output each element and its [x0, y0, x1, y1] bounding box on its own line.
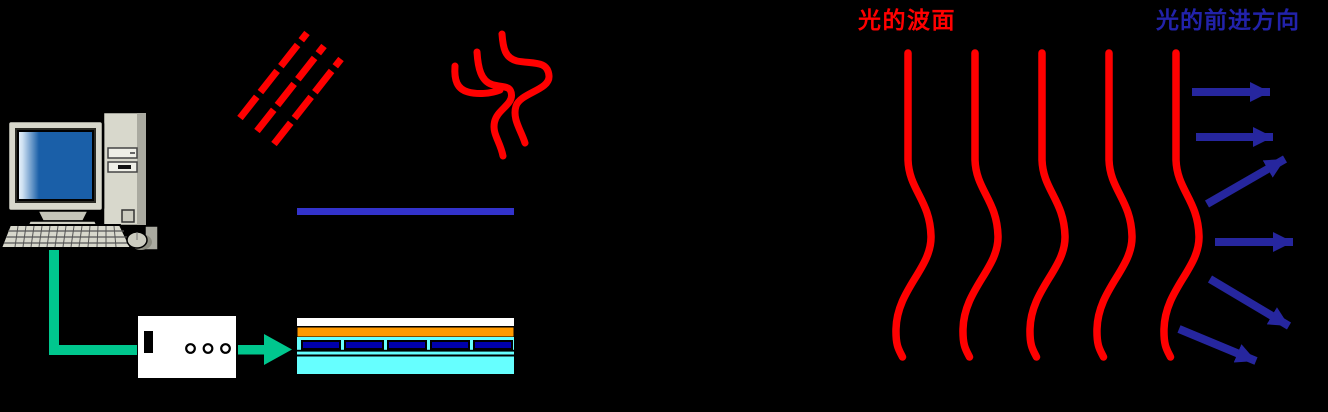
driver-knob-1: [185, 343, 196, 354]
computer-graphic: [0, 110, 159, 251]
incident-plane-waves: [237, 30, 344, 147]
direction-arrow-3: [1205, 155, 1287, 208]
tower-drive-bay-icon: [107, 147, 138, 159]
slm-electrode-4: [430, 340, 470, 350]
slm-layer-electrode-plane: [296, 326, 515, 338]
distorted-wave-1: [451, 62, 504, 98]
direction-arrows: [1177, 82, 1293, 365]
signal-cable: [49, 250, 137, 355]
incident-wave-1: [237, 30, 310, 121]
wavefront-curve-4: [1093, 49, 1136, 361]
wavefront-curve-3: [1026, 49, 1069, 361]
slm-electrode-array: [301, 340, 513, 350]
tower-side-shade: [137, 113, 146, 225]
distorted-wave-2: [473, 48, 515, 160]
slm-alignment-line: [297, 349, 514, 352]
keyboard-key-columns: [14, 225, 117, 248]
tower-power-button: [121, 209, 135, 223]
floppy-slider: [118, 165, 131, 169]
monitor-stand-neck: [36, 210, 90, 222]
direction-arrow-5: [1207, 275, 1292, 330]
driver-slot: [144, 331, 153, 353]
slm-layer-liquid-crystal: [297, 356, 514, 374]
incident-wave-3: [271, 56, 344, 147]
slm-electrode-1: [301, 340, 341, 350]
direction-label: 光的前进方向: [1156, 8, 1300, 33]
slm-device: [296, 318, 515, 374]
slm-electrode-5: [473, 340, 513, 350]
driver-box: [138, 316, 236, 378]
direction-arrow-6: [1177, 325, 1258, 365]
distorted-waves: [451, 30, 553, 160]
slm-electrode-3: [387, 340, 427, 350]
drive-signal-arrow-icon: [238, 334, 292, 365]
slm-layer-glass: [297, 318, 514, 326]
wavefront-curve-1: [892, 49, 935, 361]
output-wavefronts: [892, 49, 1203, 361]
computer-monitor: [6, 119, 105, 229]
wavefront-label: 光的波面: [858, 8, 956, 33]
computer-keyboard: [0, 224, 133, 249]
incident-wave-2: [254, 43, 327, 134]
driver-knob-2: [202, 343, 214, 354]
keyboard-key-rows: [4, 230, 129, 244]
wavefront-curve-5: [1160, 49, 1203, 361]
computer-tower: [101, 110, 159, 251]
driver-knob-3: [220, 343, 231, 354]
wavefront-curve-2: [959, 49, 1002, 361]
aperture-bar: [297, 208, 514, 215]
slm-electrode-2: [344, 340, 384, 350]
monitor-screen: [17, 130, 94, 201]
computer-mouse: [126, 231, 152, 250]
distorted-wave-3: [498, 30, 553, 147]
